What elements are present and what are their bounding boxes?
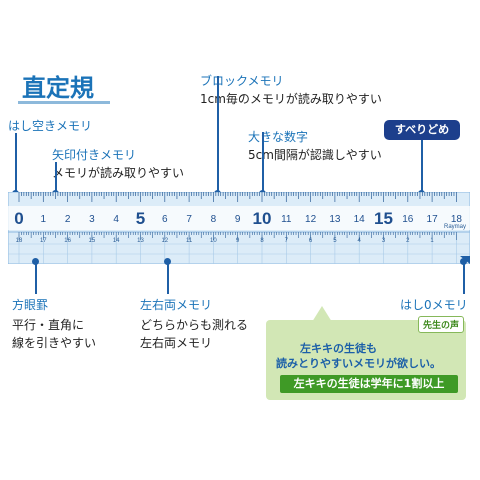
ruler-bottom-numbers: 18 17 16 15 14 13 12 11 10 9 8 7 6 5 4 3 2 1 <box>16 238 435 244</box>
page-title: 直定規 <box>22 74 94 102</box>
balloon-line-1: 左キキの生徒も <box>300 342 377 355</box>
ruler-top-ticks <box>18 192 457 202</box>
desc-yajirushi: メモリが読み取りやすい <box>52 166 185 180</box>
ruler-top-number: 9 <box>235 214 241 225</box>
ruler-top-number: 17 <box>427 214 439 225</box>
ruler-bottom-number: 13 <box>137 238 144 244</box>
label-block-memori: ブロックメモリ <box>200 74 284 88</box>
ruler-bottom-number: 1 <box>430 238 434 244</box>
ruler-top-number: 6 <box>162 214 168 225</box>
leader-dot-hashi-zero <box>460 258 467 265</box>
label-sayuu: 左右両メモリ <box>140 298 213 312</box>
ruler-bottom-number: 8 <box>260 238 264 244</box>
ruler-bottom-number: 10 <box>210 238 217 244</box>
ruler-bottom-number: 14 <box>113 238 120 244</box>
ruler-bottom-number: 17 <box>40 238 47 244</box>
desc-hogan-2: 線を引きやすい <box>12 336 97 350</box>
ruler-bottom-number: 9 <box>236 238 240 244</box>
label-yajirushi: 矢印付きメモリ <box>52 148 137 162</box>
ruler-bottom-number: 4 <box>358 238 362 244</box>
ruler-top-number: 16 <box>402 214 414 225</box>
teacher-voice-tag: 先生の声 <box>418 316 465 333</box>
ruler-bottom-number: 12 <box>161 238 168 244</box>
desc-big-numbers: 5cm間隔が認識しやすい <box>248 148 382 162</box>
ruler-bottom-number: 6 <box>309 238 313 244</box>
desc-sayuu-1: どちらからも測れる <box>140 318 249 332</box>
label-hogan: 方眼罫 <box>12 298 49 312</box>
label-big-numbers: 大きな数字 <box>248 130 309 144</box>
ruler-top-number: 10 <box>253 209 272 228</box>
ruler-brand: Raymay <box>444 224 466 230</box>
ruler-bottom-number: 11 <box>186 238 193 244</box>
ruler-bottom-number: 18 <box>16 238 23 244</box>
ruler-bottom-number: 16 <box>64 238 71 244</box>
ruler-top-number: 7 <box>186 214 192 225</box>
leader-big-numbers <box>262 132 264 194</box>
balloon-tail <box>312 306 332 322</box>
ruler-top-number: 4 <box>113 214 119 225</box>
leader-yajirushi <box>55 162 57 194</box>
ruler-top-number: 2 <box>65 214 71 225</box>
ruler-bottom-number: 2 <box>406 238 410 244</box>
leader-sayuu <box>167 262 169 294</box>
label-hashi-zero: はし0メモリ <box>400 298 468 312</box>
ruler-bottom-number: 15 <box>89 238 96 244</box>
ruler-top-number: 14 <box>354 214 366 225</box>
ruler-top-number: 5 <box>136 209 145 228</box>
leader-hashi-zero <box>463 262 465 294</box>
ruler-top-number: 18 <box>451 214 463 225</box>
ruler-white-band <box>8 206 470 230</box>
ruler-top-number: 11 <box>281 214 292 225</box>
ruler-top-number: 8 <box>211 214 217 225</box>
suberidome-badge: すべりどめ <box>384 120 460 140</box>
ruler-top-number: 15 <box>374 209 393 228</box>
ruler-top-number: 1 <box>41 214 47 225</box>
ruler-top-number: 0 <box>14 209 23 228</box>
desc-hogan-1: 平行・直角に <box>12 318 85 332</box>
ruler-bottom-number: 5 <box>333 238 337 244</box>
ruler-bottom-ticks <box>18 232 457 240</box>
leader-suberidome <box>421 140 423 194</box>
leader-hogan <box>35 262 37 294</box>
leader-block-memori <box>217 76 219 194</box>
ruler-top-number: 13 <box>329 214 341 225</box>
label-hashi-aki: はし空きメモリ <box>8 119 93 133</box>
ruler-top-number: 12 <box>305 214 317 225</box>
desc-block-memori: 1cm毎のメモリが読み取りやすい <box>200 92 382 106</box>
title-underline <box>18 101 110 104</box>
balloon-line-2: 読みとりやすいメモリが欲しい。 <box>276 357 441 370</box>
leader-dot-hogan <box>32 258 39 265</box>
leader-hashi-aki <box>15 133 17 193</box>
balloon-fact: 左キキの生徒は学年に1割以上 <box>280 375 458 393</box>
ruler-bottom-number: 3 <box>382 238 386 244</box>
leader-dot-sayuu <box>164 258 171 265</box>
desc-sayuu-2: 左右両メモリ <box>140 336 213 350</box>
ruler-bottom-number: 7 <box>285 238 289 244</box>
ruler-top-number: 3 <box>89 214 95 225</box>
